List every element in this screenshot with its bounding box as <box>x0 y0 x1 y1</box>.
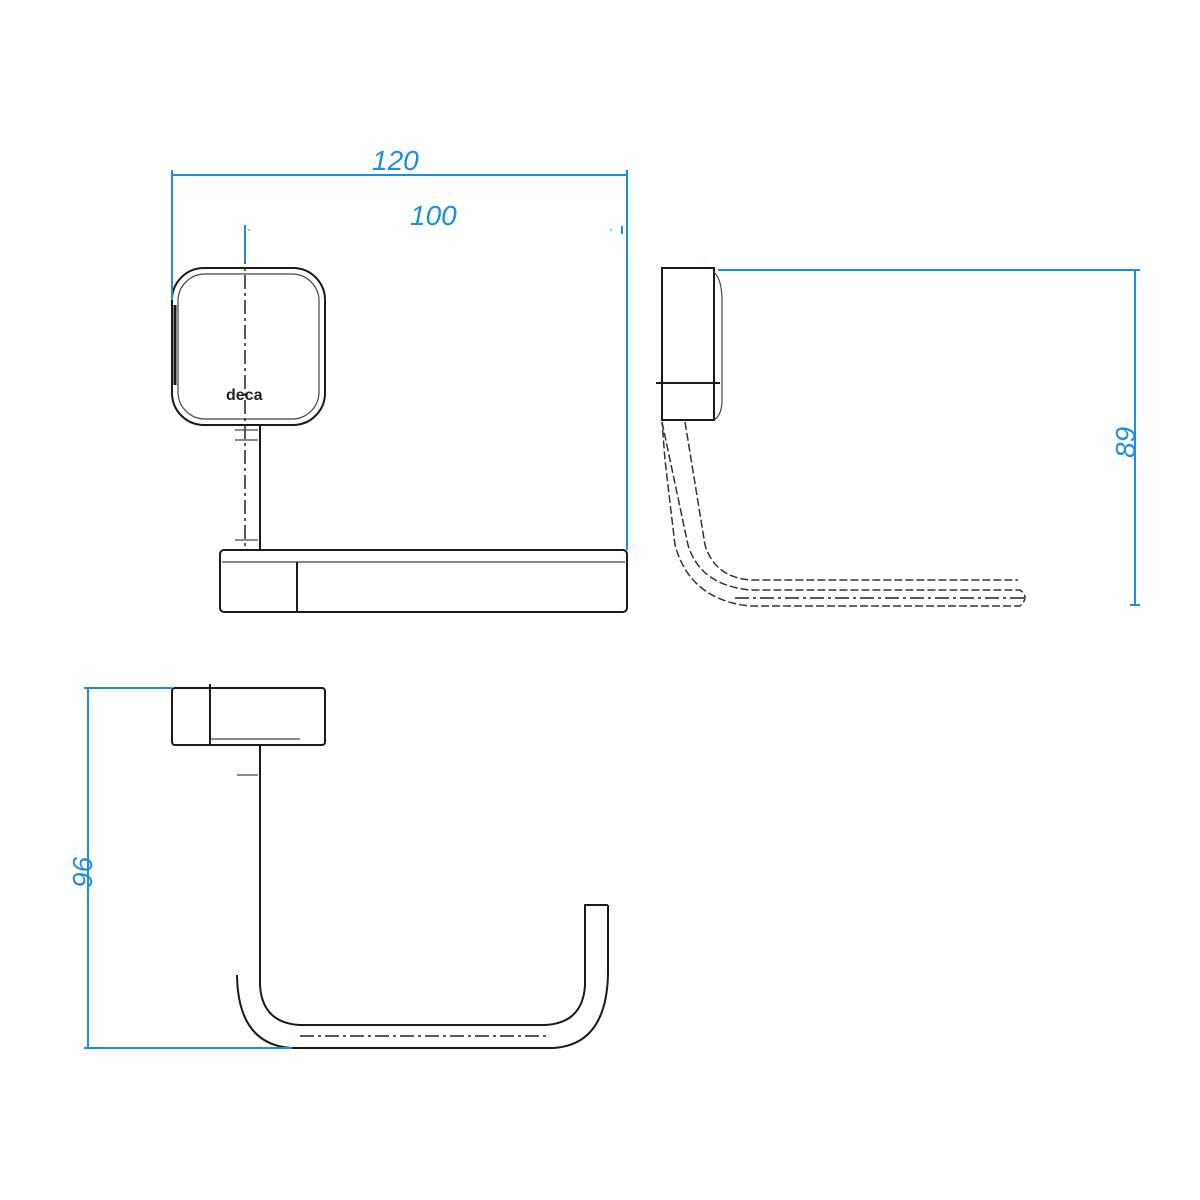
front-wall-plate-inner <box>177 273 320 420</box>
brand-logo: deca <box>226 387 263 404</box>
front-bar <box>219 549 628 613</box>
bottom-wall-plate <box>171 687 326 746</box>
side-wall-plate <box>661 267 715 421</box>
front-view: deca <box>171 225 628 613</box>
dimension-96: 96 <box>67 687 292 1049</box>
side-arm <box>661 421 1026 607</box>
dimension-label-89: 89 <box>1110 427 1141 458</box>
bottom-hook-inner <box>259 745 608 1026</box>
bottom-view <box>171 684 609 1049</box>
dimension-89: 89 <box>718 269 1141 606</box>
side-view <box>656 267 1028 607</box>
dimension-label-96: 96 <box>67 856 98 888</box>
front-wall-plate <box>171 267 326 426</box>
dimension-label-120: 120 <box>372 145 419 176</box>
dimension-label-100: 100 <box>410 200 457 231</box>
dimension-120: 120 <box>171 145 628 550</box>
dimension-100: 100 <box>244 200 623 262</box>
bottom-hook-outer <box>236 905 609 1049</box>
